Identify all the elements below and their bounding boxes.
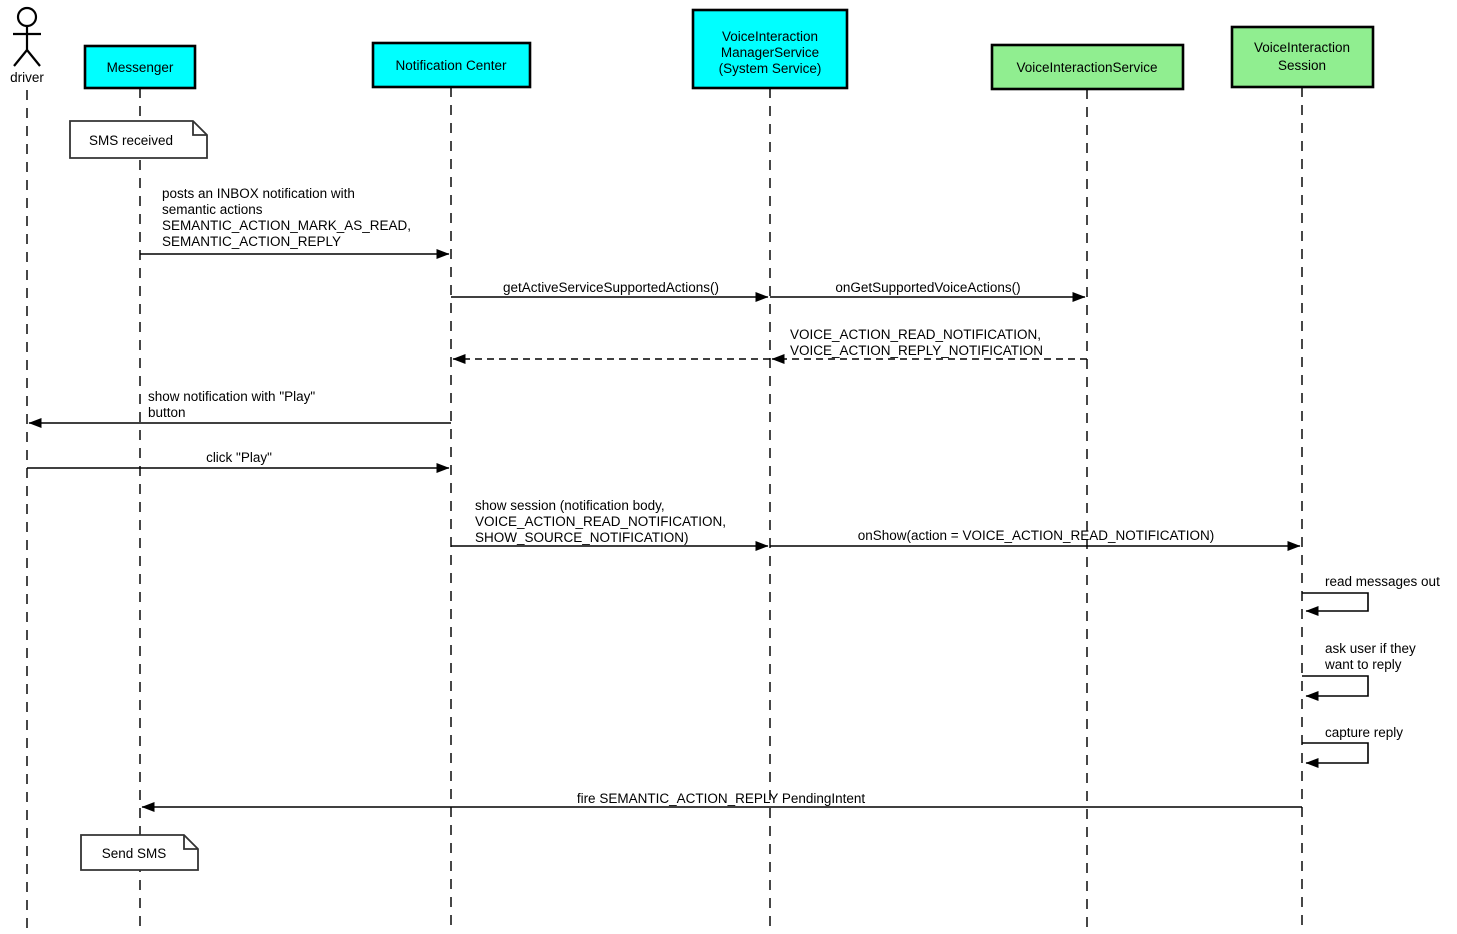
message-show-notification: show notification with "Play" button: [28, 389, 451, 428]
svg-text:VOICE_ACTION_READ_NOTIFICATION: VOICE_ACTION_READ_NOTIFICATION,: [790, 327, 1041, 342]
self-message-read-loop: [1302, 592, 1369, 616]
self-message-read-messages-out: read messages out: [1302, 574, 1440, 616]
svg-text:fire SEMANTIC_ACTION_REPLY Pen: fire SEMANTIC_ACTION_REPLY PendingIntent: [577, 791, 866, 806]
message-fire-reply: fire SEMANTIC_ACTION_REPLY PendingIntent: [141, 791, 1302, 812]
actor-head-icon: [16, 6, 38, 28]
svg-text:Session: Session: [1278, 58, 1326, 73]
svg-text:onGetSupportedVoiceActions(): onGetSupportedVoiceActions(): [835, 280, 1020, 295]
svg-text:semantic actions: semantic actions: [162, 202, 263, 217]
note-fold-icon: [192, 121, 207, 136]
svg-text:ManagerService: ManagerService: [721, 45, 819, 60]
message-on-get-supported-voice-actions: onGetSupportedVoiceActions(): [770, 280, 1086, 302]
svg-text:read messages out: read messages out: [1325, 574, 1440, 589]
svg-text:VOICE_ACTION_REPLY_NOTIFICATIO: VOICE_ACTION_REPLY_NOTIFICATION: [790, 343, 1043, 358]
self-message-ask-user: ask user if they want to reply: [1302, 641, 1416, 701]
svg-text:show notification with "Play": show notification with "Play": [148, 389, 315, 404]
self-message-capture-reply: capture reply: [1302, 725, 1403, 768]
participant-messenger-label: Messenger: [107, 60, 174, 75]
actor-driver: driver: [10, 6, 44, 85]
participant-voice-interaction-manager-service: VoiceInteraction ManagerService (System …: [691, 8, 849, 90]
svg-text:show session (notification bod: show session (notification body,: [475, 498, 665, 513]
note-sms-received-label: SMS received: [89, 133, 173, 148]
self-message-ask-loop: [1302, 675, 1369, 701]
participant-voice-interaction-service: VoiceInteractionService: [990, 43, 1185, 91]
message-post-inbox: posts an INBOX notification with semanti…: [140, 186, 450, 259]
message-show-session: show session (notification body, VOICE_A…: [451, 498, 769, 551]
actor-label: driver: [10, 70, 44, 85]
svg-text:want to reply: want to reply: [1324, 657, 1402, 672]
message-click-play: click "Play": [27, 450, 450, 473]
self-message-capture-loop: [1302, 742, 1369, 768]
note-sms-received: SMS received: [69, 120, 208, 159]
svg-text:button: button: [148, 405, 186, 420]
svg-text:SHOW_SOURCE_NOTIFICATION): SHOW_SOURCE_NOTIFICATION): [475, 530, 689, 545]
note-send-sms: Send SMS: [80, 834, 199, 871]
actor-leg-left: [13, 49, 28, 67]
participant-voice-interaction-session: VoiceInteraction Session: [1230, 25, 1375, 89]
svg-text:ask user if they: ask user if they: [1325, 641, 1416, 656]
svg-text:getActiveServiceSupportedActio: getActiveServiceSupportedActions(): [503, 280, 719, 295]
svg-text:posts an INBOX notification wi: posts an INBOX notification with: [162, 186, 355, 201]
participant-voice-interaction-service-label: VoiceInteractionService: [1016, 60, 1157, 75]
svg-text:click "Play": click "Play": [206, 450, 272, 465]
actor-leg-right: [26, 49, 41, 67]
message-return-voice-actions: VOICE_ACTION_READ_NOTIFICATION, VOICE_AC…: [452, 327, 1087, 364]
note-fold-icon: [183, 835, 198, 850]
message-get-active-service-supported-actions: getActiveServiceSupportedActions(): [451, 280, 769, 302]
participant-notification-center: Notification Center: [371, 41, 532, 89]
participant-messenger: Messenger: [83, 44, 197, 90]
svg-text:capture reply: capture reply: [1325, 725, 1403, 740]
message-on-show: onShow(action = VOICE_ACTION_READ_NOTIFI…: [770, 528, 1301, 551]
note-send-sms-label: Send SMS: [102, 846, 167, 861]
svg-text:SEMANTIC_ACTION_REPLY: SEMANTIC_ACTION_REPLY: [162, 234, 341, 249]
svg-text:onShow(action = VOICE_ACTION_R: onShow(action = VOICE_ACTION_READ_NOTIFI…: [858, 528, 1214, 543]
svg-text:VoiceInteraction: VoiceInteraction: [722, 29, 818, 44]
svg-text:VOICE_ACTION_READ_NOTIFICATION: VOICE_ACTION_READ_NOTIFICATION,: [475, 514, 726, 529]
svg-text:SEMANTIC_ACTION_MARK_AS_READ,: SEMANTIC_ACTION_MARK_AS_READ,: [162, 218, 411, 233]
participant-notification-center-label: Notification Center: [395, 58, 507, 73]
svg-text:VoiceInteraction: VoiceInteraction: [1254, 40, 1350, 55]
svg-text:(System Service): (System Service): [719, 61, 822, 76]
